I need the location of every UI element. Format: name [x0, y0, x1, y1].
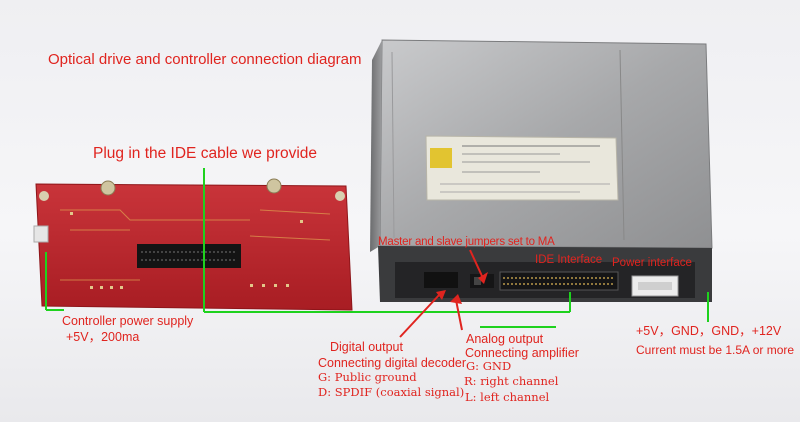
digital-decoder-label: Connecting digital decoder — [318, 356, 467, 370]
digital-out-arrow — [399, 293, 441, 338]
analog-right-label: R: right channel — [464, 374, 559, 388]
power-port — [631, 275, 679, 297]
optical-drive — [370, 39, 713, 302]
ide-interface-label: IDE Interface — [535, 254, 603, 266]
ide-header — [137, 244, 241, 268]
controller-power-label: Controller power supply — [62, 314, 194, 328]
master-slave-label: Master and slave jumpers set to MA — [378, 236, 555, 248]
power-pins-label: +5V，GND，GND，+12V — [636, 324, 782, 338]
analog-amplifier-label: Connecting amplifier — [465, 346, 579, 360]
diagram-title: Optical drive and controller connection … — [48, 51, 362, 68]
ide-port — [499, 271, 619, 291]
digital-output-label: Digital output — [330, 340, 403, 354]
analog-left-label: L: left channel — [465, 390, 550, 404]
jumper-arrow — [469, 249, 483, 277]
power-current-label: Current must be 1.5A or more — [636, 343, 795, 357]
controller-board — [33, 178, 353, 311]
analog-output-label: Analog output — [466, 332, 544, 346]
power-interface-label: Power interface — [612, 257, 692, 269]
leader-lines — [45, 168, 709, 328]
analog-gnd-label: G: GND — [466, 359, 512, 373]
red-arrows — [399, 249, 488, 338]
digital-ground-label: G: Public ground — [318, 370, 417, 384]
analog-out-arrow — [455, 299, 463, 331]
drive-label — [425, 135, 619, 201]
digital-spdif-label: D: SPDIF (coaxial signal) — [318, 385, 465, 399]
controller-power-spec: +5V，200ma — [66, 330, 140, 344]
audio-out-port — [424, 272, 458, 288]
ide-cable-label: Plug in the IDE cable we provide — [93, 145, 318, 162]
